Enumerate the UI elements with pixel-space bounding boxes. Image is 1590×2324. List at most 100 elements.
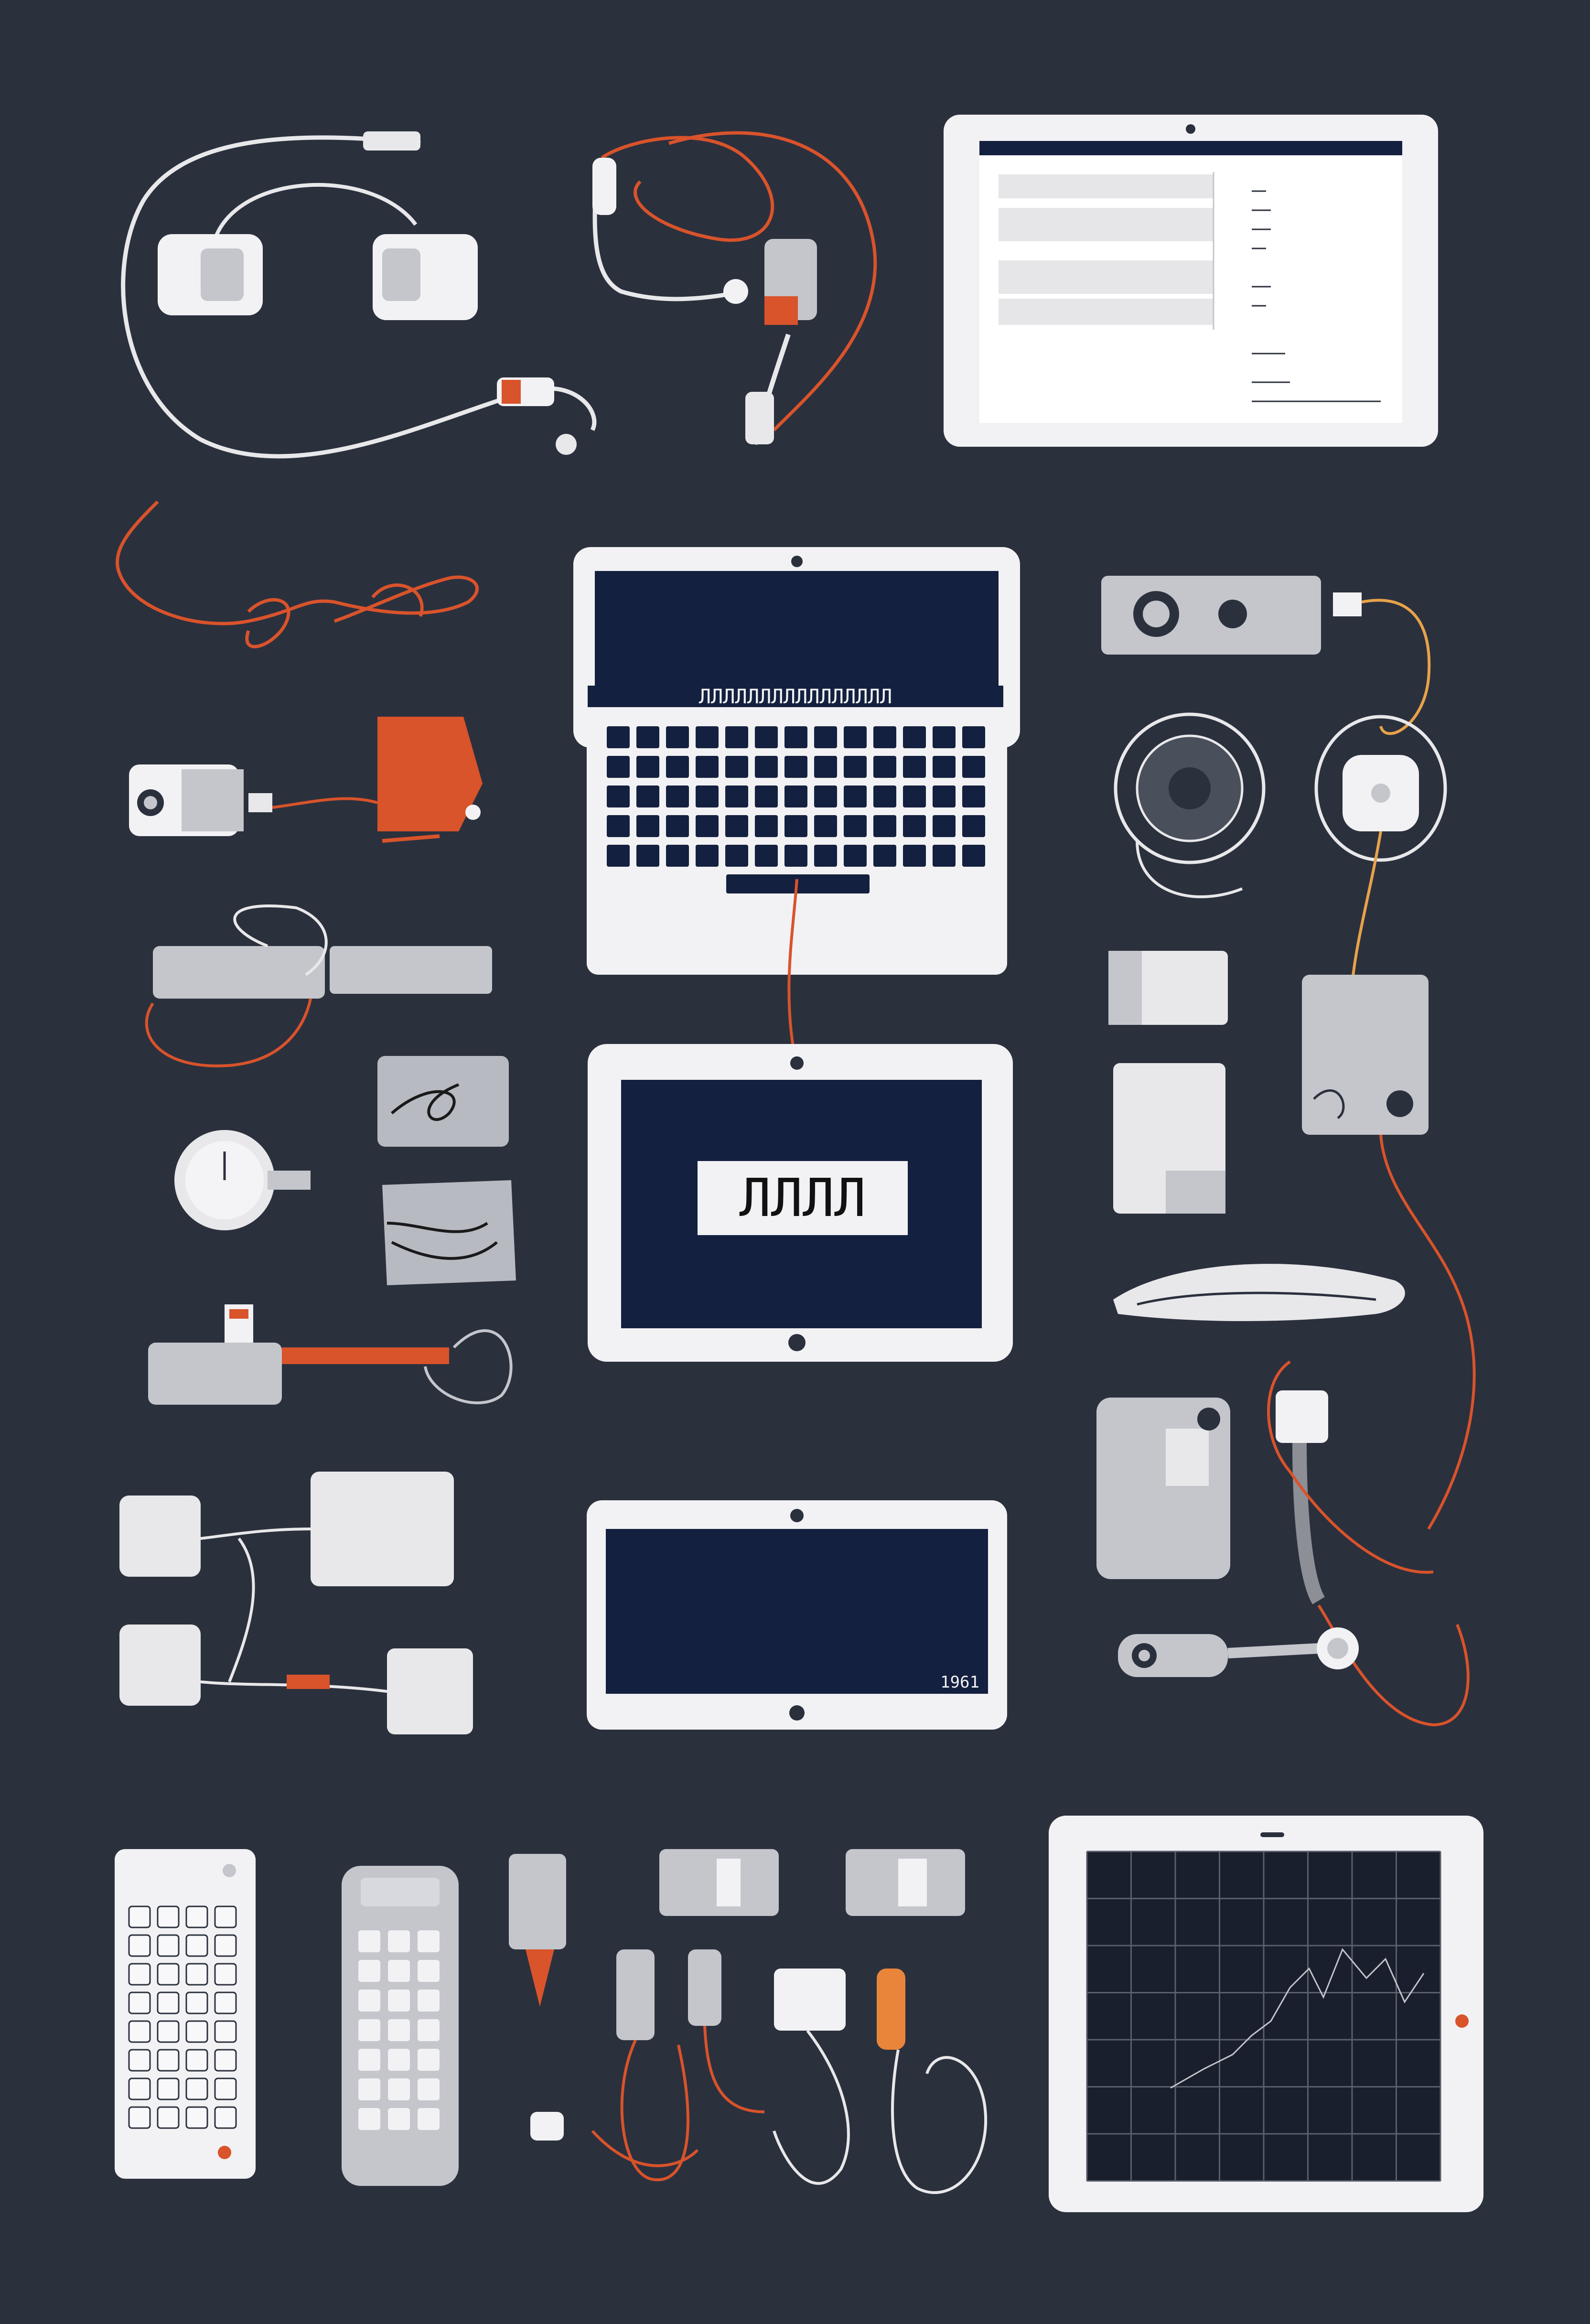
keyboard-key bbox=[962, 726, 985, 748]
keypad-key bbox=[214, 1934, 237, 1957]
keypad-key bbox=[214, 2020, 237, 2043]
keypad-key bbox=[157, 2106, 180, 2129]
keypad-key bbox=[185, 2077, 208, 2100]
keyboard-key bbox=[755, 756, 778, 778]
cable-tester-icon bbox=[148, 1304, 513, 1405]
keypad-key bbox=[157, 2020, 180, 2043]
keyboard-key bbox=[844, 785, 867, 807]
power-bank-with-cable-icon bbox=[145, 904, 492, 1067]
keypad-key bbox=[157, 2049, 180, 2072]
camera-module-icon bbox=[129, 764, 378, 836]
keyboard-key bbox=[903, 785, 926, 807]
keypad-key bbox=[214, 1991, 237, 2014]
keyboard-key bbox=[814, 815, 837, 837]
keypad-key bbox=[185, 2106, 208, 2129]
lower-tablet-label: 1961 bbox=[940, 1673, 979, 1692]
gray-keypad-remote-icon bbox=[342, 1866, 459, 2186]
keypad-key bbox=[128, 2049, 151, 2072]
keypad-key bbox=[214, 2106, 237, 2129]
tablet-navy-screen-icon: ЛЛЛЛ bbox=[588, 1044, 1013, 1362]
circuit-box-icon bbox=[1302, 975, 1476, 1530]
keyboard-key bbox=[725, 726, 748, 748]
keyboard-key bbox=[873, 756, 896, 778]
keypad-key bbox=[128, 2106, 151, 2129]
gray-hub-icon bbox=[1096, 1398, 1230, 1579]
speaker-icon bbox=[1114, 712, 1266, 898]
keyboard-key bbox=[636, 815, 659, 837]
center-tablet-label: ЛЛЛЛ bbox=[740, 1167, 866, 1228]
keyboard-key bbox=[755, 785, 778, 807]
keyboard-key bbox=[903, 756, 926, 778]
keyboard-key bbox=[903, 845, 926, 867]
keyboard-key bbox=[814, 726, 837, 748]
keypad-key bbox=[214, 1905, 237, 1928]
keypad-key bbox=[128, 2020, 151, 2043]
earbuds-with-orange-cable-icon bbox=[592, 131, 877, 445]
keypad-key bbox=[418, 2019, 440, 2041]
keypad-key bbox=[358, 2108, 380, 2130]
keypad-key bbox=[418, 2078, 440, 2100]
keyboard-key bbox=[636, 726, 659, 748]
keyboard-key bbox=[873, 785, 896, 807]
plugs-with-cables-icon bbox=[509, 1849, 988, 2194]
keyboard-key bbox=[755, 726, 778, 748]
keypad-key bbox=[388, 2049, 410, 2071]
round-dial-icon bbox=[174, 1130, 311, 1230]
keyboard-key bbox=[933, 726, 956, 748]
orange-adapter-icon bbox=[377, 717, 483, 843]
keypad-key bbox=[358, 1930, 380, 1952]
small-box-icon bbox=[1108, 951, 1228, 1025]
keyboard-key bbox=[607, 726, 630, 748]
keyboard-key bbox=[844, 726, 867, 748]
keypad-key bbox=[128, 1963, 151, 1986]
keyboard-key bbox=[607, 785, 630, 807]
keyboard-key bbox=[696, 756, 719, 778]
keypad-key bbox=[185, 1905, 208, 1928]
chart-line bbox=[1170, 1948, 1425, 2089]
keyboard-key bbox=[666, 845, 689, 867]
gray-pouch-icon bbox=[382, 1180, 516, 1285]
keypad-key bbox=[214, 1963, 237, 1986]
keypad-key bbox=[388, 1960, 410, 1982]
control-board-icon bbox=[1101, 576, 1431, 735]
chart-grid bbox=[1086, 1851, 1441, 2182]
keyboard-key bbox=[933, 756, 956, 778]
keypad-key bbox=[185, 2049, 208, 2072]
keypad-key bbox=[358, 1960, 380, 1982]
keyboard-key bbox=[784, 726, 807, 748]
keyboard-key bbox=[873, 845, 896, 867]
keyboard-key bbox=[962, 756, 985, 778]
keypad-key bbox=[157, 1991, 180, 2014]
keypad-key bbox=[358, 2078, 380, 2100]
charger-cable-icon bbox=[1118, 1360, 1470, 1727]
keyboard-key bbox=[784, 815, 807, 837]
keyboard-key bbox=[933, 785, 956, 807]
keyboard-key bbox=[903, 815, 926, 837]
keypad-key bbox=[214, 2049, 237, 2072]
keyboard-key bbox=[696, 785, 719, 807]
tablet-chart-screen-icon bbox=[1049, 1816, 1483, 2212]
keyboard-key bbox=[962, 815, 985, 837]
keypad-key bbox=[128, 2077, 151, 2100]
keyboard-key bbox=[962, 845, 985, 867]
keypad-key bbox=[388, 2078, 410, 2100]
keyboard-key bbox=[784, 756, 807, 778]
keyboard-key bbox=[844, 815, 867, 837]
keypad-key bbox=[388, 1930, 410, 1952]
keypad-key bbox=[185, 1934, 208, 1957]
keyboard-key bbox=[814, 845, 837, 867]
keypad-key bbox=[388, 2108, 410, 2130]
keyboard-key bbox=[666, 756, 689, 778]
tangled-orange-cable-icon bbox=[116, 500, 479, 648]
keyboard-key bbox=[755, 845, 778, 867]
keyboard-key bbox=[636, 785, 659, 807]
keyboard-key bbox=[666, 726, 689, 748]
keyboard-key bbox=[636, 845, 659, 867]
keyboard-key bbox=[873, 726, 896, 748]
keyboard-key bbox=[607, 845, 630, 867]
keyboard-key bbox=[607, 756, 630, 778]
keypad-key bbox=[128, 1934, 151, 1957]
keypad-key bbox=[157, 2077, 180, 2100]
keyboard-key bbox=[933, 845, 956, 867]
